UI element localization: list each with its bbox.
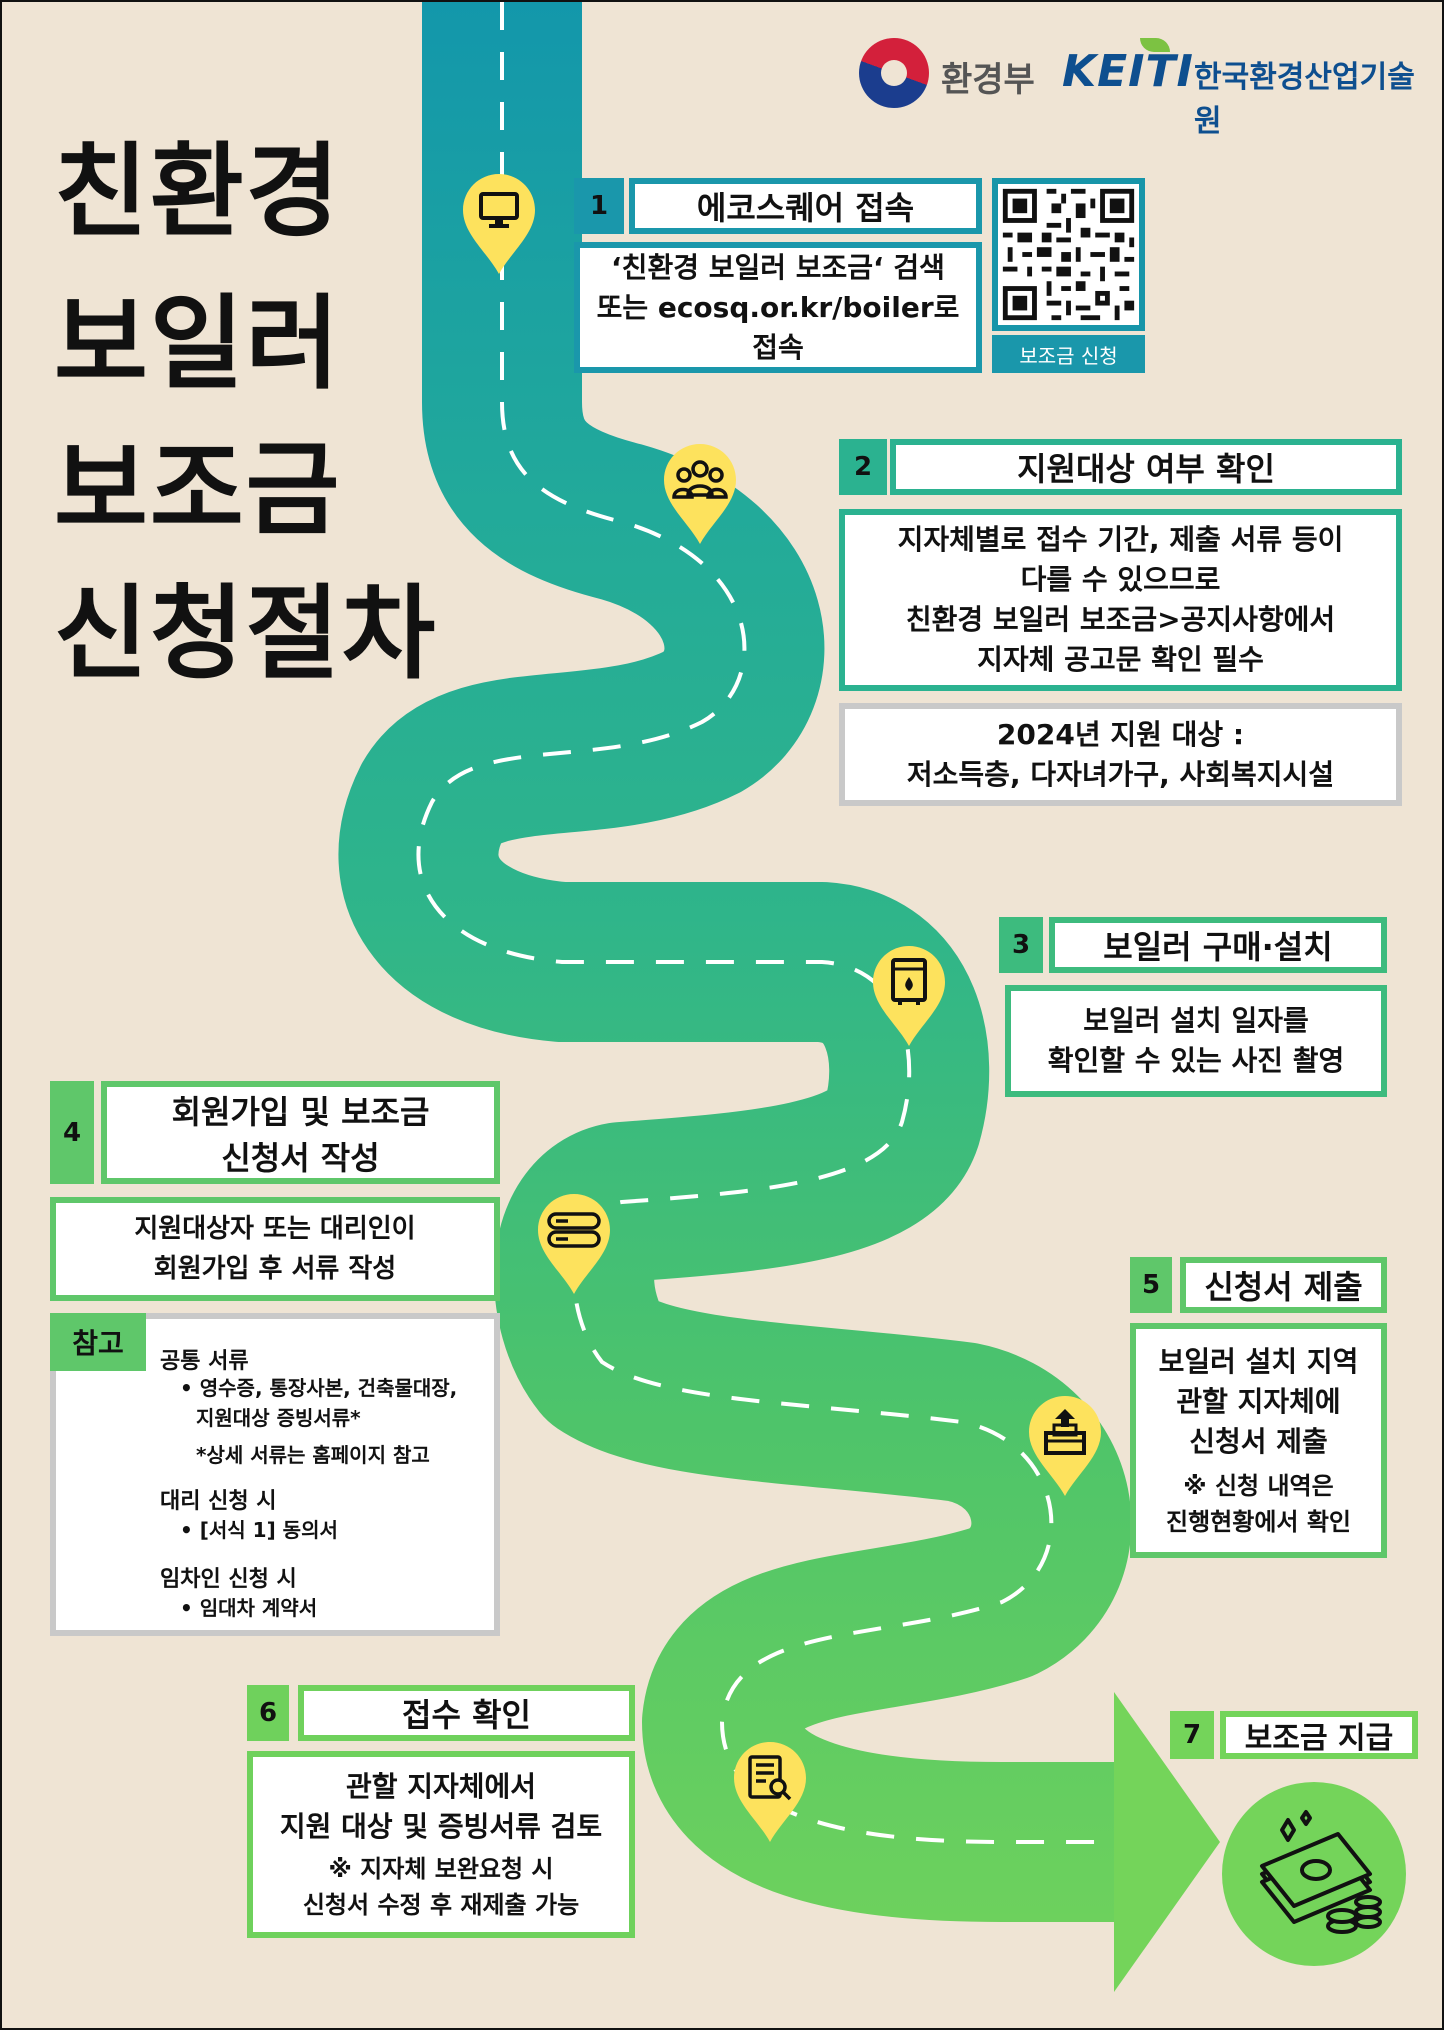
step-3-body-line-2: 확인할 수 있는 사진 촬영 xyxy=(1047,1044,1345,1077)
page-title-line-3: 보조금 xyxy=(54,431,342,550)
step-2-body-line-1: 지자체별로 접수 기간, 제출 서류 등이 xyxy=(897,523,1344,556)
step-2-title: 지원대상 여부 확인 xyxy=(1017,450,1275,488)
step-1-number: 1 xyxy=(574,178,624,234)
step-5-body-line-3: 신청서 제출 xyxy=(1189,1424,1328,1458)
leaf-icon xyxy=(1140,38,1170,52)
step-5-note-line-1: ※ 신청 내역은 xyxy=(1183,1471,1334,1500)
ministry-name: 환경부 xyxy=(941,60,1035,100)
step-3-title: 보일러 구매·설치 xyxy=(1103,928,1333,966)
step-2-body-line-4: 지자체 공고문 확인 필수 xyxy=(977,643,1264,676)
reference-tag: 참고 xyxy=(50,1313,146,1371)
step-5-body-box: 보일러 설치 지역 관할 지자체에 신청서 제출 ※ 신청 내역은 진행현황에서… xyxy=(1130,1323,1387,1558)
step-5-title: 신청서 제출 xyxy=(1204,1268,1363,1306)
step-2-target-line-1: 2024년 지원 대상 : xyxy=(996,717,1245,751)
page-title-line-4: 신청절차 xyxy=(54,575,438,694)
step-3-body-box: 보일러 설치 일자를 확인할 수 있는 사진 촬영 xyxy=(1005,985,1387,1097)
step-6-note-line-2: 신청서 수정 후 재제출 가능 xyxy=(302,1890,580,1919)
step-3-pin xyxy=(871,944,947,1048)
reference-tenant-heading: 임차인 신청 시 xyxy=(160,1567,297,1592)
step-4-title-box: 회원가입 및 보조금 신청서 작성 xyxy=(101,1081,500,1184)
step-6-body-box: 관할 지자체에서 지원 대상 및 증빙서류 검토 ※ 지자체 보완요청 시 신청… xyxy=(247,1751,635,1938)
step-1-body-line-2: 또는 ecosq.or.kr/boiler로 접속 xyxy=(596,290,960,364)
step-4-title-line-1: 회원가입 및 보조금 xyxy=(171,1092,430,1131)
road-arrow xyxy=(1114,1692,1220,1992)
step-2-body-line-2: 다를 수 있으므로 xyxy=(1020,563,1221,596)
keiti-name: 한국환경산업기술원 xyxy=(1194,60,1415,139)
reference-common-item-2: 지원대상 증빙서류* xyxy=(196,1406,361,1430)
reference-tenant-item: • 임대차 계약서 xyxy=(180,1596,318,1620)
page-title-line-2: 보일러 xyxy=(54,285,342,404)
reference-common-heading: 공통 서류 xyxy=(160,1349,249,1374)
step-7-title: 보조금 지급 xyxy=(1244,1721,1394,1756)
step-6-number: 6 xyxy=(247,1685,289,1741)
boiler-icon xyxy=(891,958,927,1005)
step-4-title-line-2: 신청서 작성 xyxy=(221,1138,380,1177)
step-6-body-line-1: 관할 지자체에서 xyxy=(345,1769,537,1803)
step-6-title: 접수 확인 xyxy=(402,1696,531,1734)
step-1-title-box: 에코스퀘어 접속 xyxy=(629,178,982,234)
step-5-body-line-1: 보일러 설치 지역 xyxy=(1158,1344,1359,1378)
step-4-body-box: 지원대상자 또는 대리인이 회원가입 후 서류 작성 xyxy=(50,1197,500,1301)
page-title-line-1: 친환경 xyxy=(54,133,342,252)
step-1-body-line-1: ‘친환경 보일러 보조금‘ 검색 xyxy=(611,250,945,284)
qr-code[interactable] xyxy=(992,178,1145,331)
step-6-pin xyxy=(732,1740,808,1844)
taegeuk-icon xyxy=(859,38,929,108)
step-1-body-box: ‘친환경 보일러 보조금‘ 검색 또는 ecosq.or.kr/boiler로 … xyxy=(574,242,982,373)
money-icon xyxy=(1260,1810,1382,1934)
keiti-logo: KEITI 한국환경산업기술원 xyxy=(1062,38,1432,139)
ministry-logo: 환경부 xyxy=(859,38,1039,108)
step-7-title-box: 보조금 지급 xyxy=(1220,1711,1418,1759)
step-5-number: 5 xyxy=(1130,1257,1172,1313)
step-5-body-line-2: 관할 지자체에 xyxy=(1176,1384,1341,1418)
step-5-pin xyxy=(1027,1394,1103,1498)
step-2-body-box: 지자체별로 접수 기간, 제출 서류 등이 다를 수 있으므로 친환경 보일러 … xyxy=(839,509,1402,691)
step-2-number: 2 xyxy=(839,439,887,495)
payment-circle xyxy=(1222,1782,1406,1966)
step-3-number: 3 xyxy=(999,917,1043,973)
step-1-title: 에코스퀘어 접속 xyxy=(696,189,915,227)
step-5-title-box: 신청서 제출 xyxy=(1180,1257,1387,1313)
step-3-title-box: 보일러 구매·설치 xyxy=(1049,917,1387,973)
documents-icon xyxy=(547,1212,601,1248)
step-6-title-box: 접수 확인 xyxy=(298,1685,635,1741)
monitor-icon xyxy=(479,192,519,228)
review-icon xyxy=(748,1755,792,1801)
step-2-target-line-2: 저소득층, 다자녀가구, 사회복지시설 xyxy=(906,757,1335,791)
reference-common-item-1: • 영수증, 통장사본, 건축물대장, xyxy=(180,1376,458,1400)
step-7-number: 7 xyxy=(1170,1711,1214,1759)
step-3-body-line-1: 보일러 설치 일자를 xyxy=(1083,1004,1309,1037)
step-4-body-line-1: 지원대상자 또는 대리인이 xyxy=(134,1214,416,1244)
qr-code-icon xyxy=(998,184,1139,325)
people-icon xyxy=(672,460,728,499)
step-2-target-box: 2024년 지원 대상 : 저소득층, 다자녀가구, 사회복지시설 xyxy=(839,703,1402,806)
step-4-body-line-2: 회원가입 후 서류 작성 xyxy=(153,1254,397,1284)
qr-apply-label[interactable]: 보조금 신청 xyxy=(992,335,1145,373)
step-4-pin xyxy=(536,1192,612,1296)
step-6-body-line-2: 지원 대상 및 증빙서류 검토 xyxy=(279,1809,603,1843)
reference-proxy-item: • [서식 1] 동의서 xyxy=(180,1518,338,1542)
reference-box: 참고 공통 서류 • 영수증, 통장사본, 건축물대장, 지원대상 증빙서류* … xyxy=(50,1313,500,1636)
step-4-number: 4 xyxy=(50,1081,94,1184)
step-2-body-line-3: 친환경 보일러 보조금>공지사항에서 xyxy=(905,603,1336,636)
step-2-title-box: 지원대상 여부 확인 xyxy=(890,439,1402,495)
keiti-mark: KEITI xyxy=(1062,46,1194,97)
reference-proxy-heading: 대리 신청 시 xyxy=(160,1489,277,1514)
step-5-note-line-2: 진행현황에서 확인 xyxy=(1166,1507,1351,1536)
step-6-note-line-1: ※ 지자체 보완요청 시 xyxy=(328,1854,554,1883)
step-2-pin xyxy=(662,442,738,546)
outbox-icon xyxy=(1044,1409,1086,1455)
road-dashes xyxy=(416,2,1122,1844)
reference-common-note: *상세 서류는 홈페이지 참고 xyxy=(196,1443,430,1467)
step-1-pin xyxy=(461,172,537,276)
